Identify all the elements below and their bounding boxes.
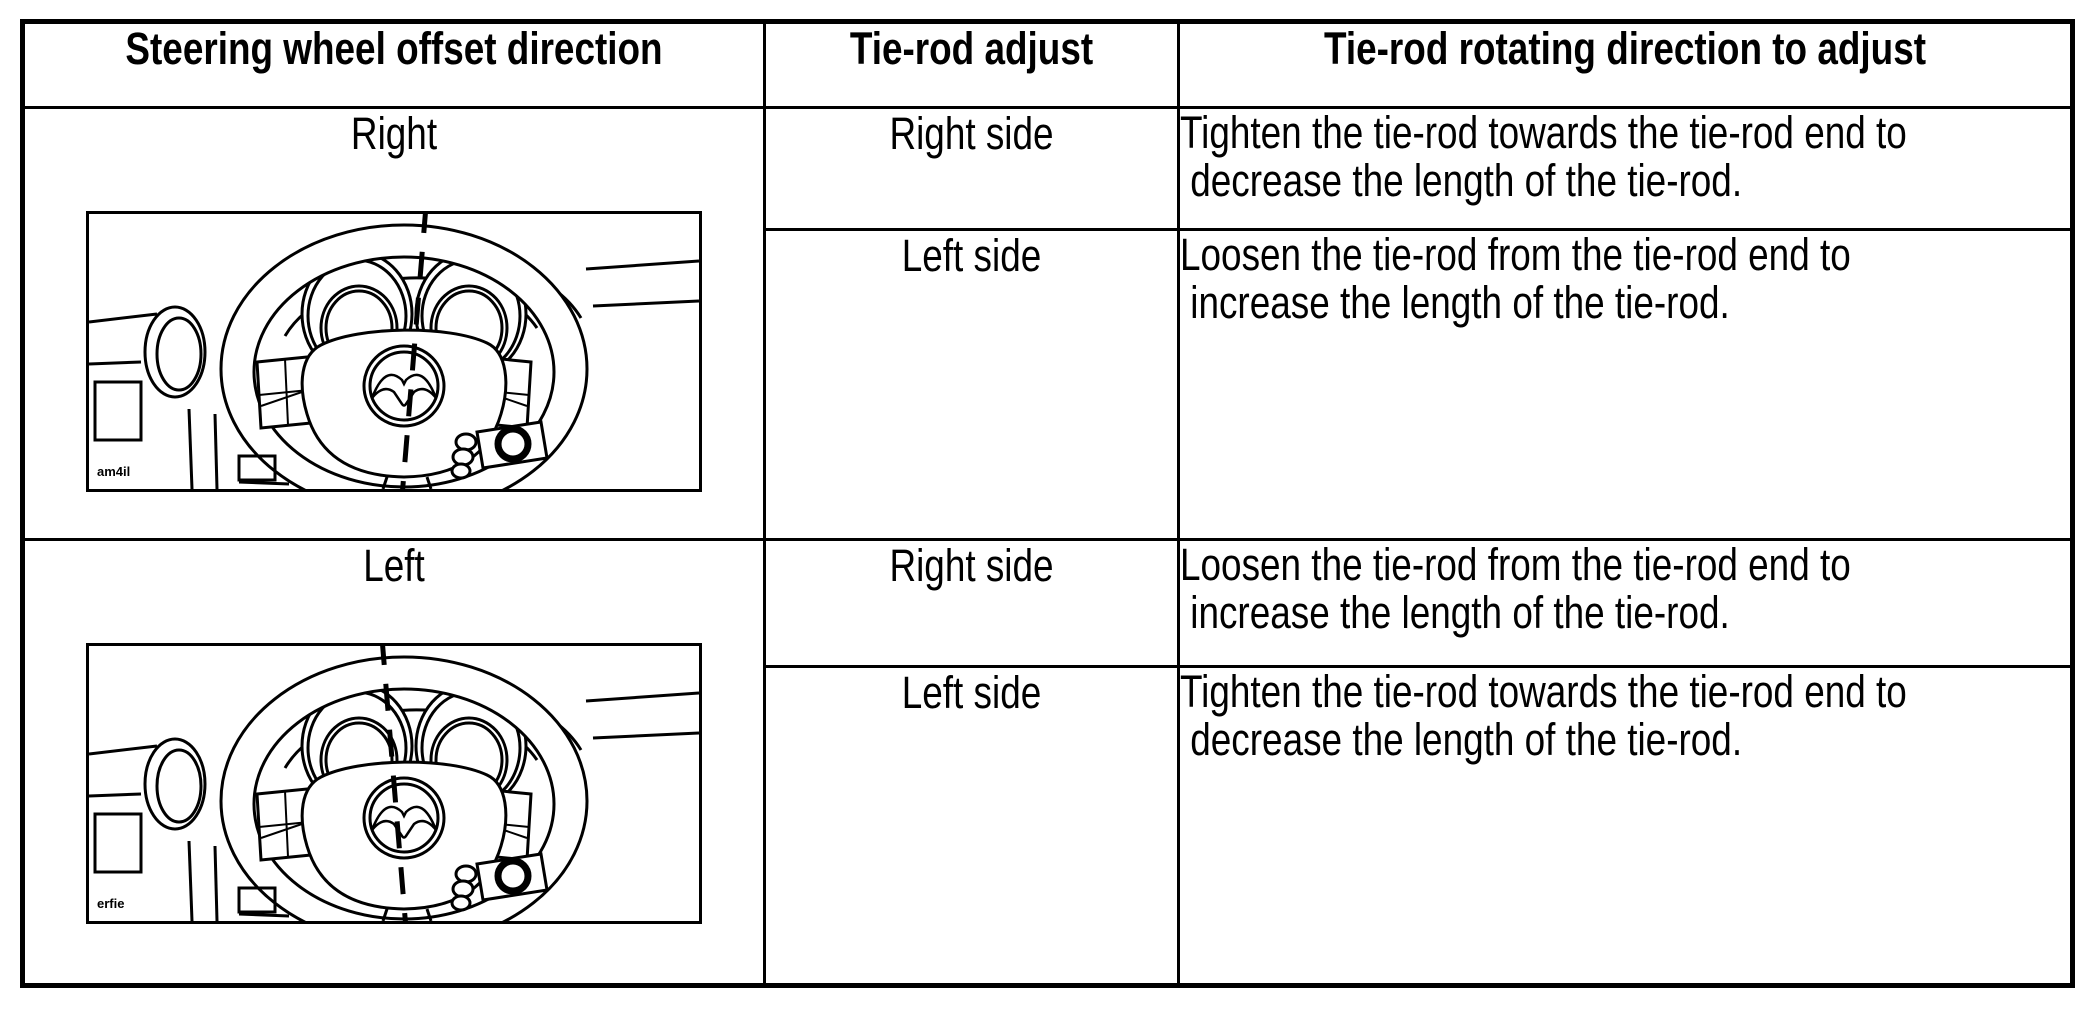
steering-wheel-line-art — [89, 225, 699, 489]
header-label: Steering wheel offset direction — [125, 23, 663, 74]
offset-direction-label: Left — [363, 540, 425, 591]
instruction-cell: Loosen the tie-rod from the tie-rod end … — [1177, 538, 2074, 668]
instruction-text: Tighten the tie-rod towards the tie-rod … — [1180, 107, 1907, 206]
tie-rod-side-cell: Left side — [763, 228, 1180, 541]
table-row: Left side Tighten the tie-rod towards th… — [23, 665, 2074, 987]
header-label: Tie-rod rotating direction to adjust — [1323, 23, 1927, 74]
steering-wheel-illustration: erfie — [89, 646, 699, 921]
figure-code: am4il — [97, 464, 130, 479]
offset-left-cell: Left erfie — [21, 538, 766, 987]
instruction-cell: Tighten the tie-rod towards the tie-rod … — [1177, 665, 2074, 987]
instruction-text: Loosen the tie-rod from the tie-rod end … — [1180, 539, 1851, 638]
figure-code: erfie — [97, 896, 124, 911]
table-header-row: Steering wheel offset direction Tie-rod … — [21, 20, 2074, 109]
instruction-text: Tighten the tie-rod towards the tie-rod … — [1180, 666, 1907, 765]
tie-rod-side-cell: Right side — [763, 538, 1180, 668]
side-label: Left side — [901, 667, 1042, 718]
steering-wheel-illustration: am4il — [89, 214, 699, 489]
tie-rod-side-cell: Right side — [763, 106, 1180, 231]
side-label: Left side — [901, 230, 1042, 281]
instruction-text: Loosen the tie-rod from the tie-rod end … — [1180, 229, 1851, 328]
steering-wheel-figure-left: erfie — [86, 643, 702, 924]
center-offset-dashed-line — [400, 214, 428, 489]
tie-rod-side-cell: Left side — [763, 665, 1180, 987]
steering-wheel-figure-right: am4il — [86, 211, 702, 492]
center-offset-dashed-line — [380, 646, 408, 921]
instruction-cell: Tighten the tie-rod towards the tie-rod … — [1177, 106, 2074, 231]
instruction-cell: Loosen the tie-rod from the tie-rod end … — [1177, 228, 2074, 541]
side-label: Right side — [889, 540, 1054, 591]
side-label: Right side — [889, 108, 1054, 159]
header-label: Tie-rod adjust — [849, 23, 1094, 74]
table-row: Left erfie Right side Loosen the tie-rod… — [21, 538, 2074, 987]
table-row: Right am4il Right side Tighten the tie-r… — [21, 106, 2074, 541]
header-steering-wheel-offset-direction: Steering wheel offset direction — [21, 20, 766, 109]
table-row: Left side Loosen the tie-rod from the ti… — [23, 228, 2074, 541]
tie-rod-adjustment-table: Steering wheel offset direction Tie-rod … — [20, 19, 2075, 988]
offset-right-cell: Right am4il — [21, 106, 766, 541]
header-tie-rod-adjust: Tie-rod adjust — [763, 20, 1180, 109]
header-tie-rod-rotating-direction: Tie-rod rotating direction to adjust — [1177, 20, 2074, 109]
offset-direction-label: Right — [350, 108, 438, 159]
